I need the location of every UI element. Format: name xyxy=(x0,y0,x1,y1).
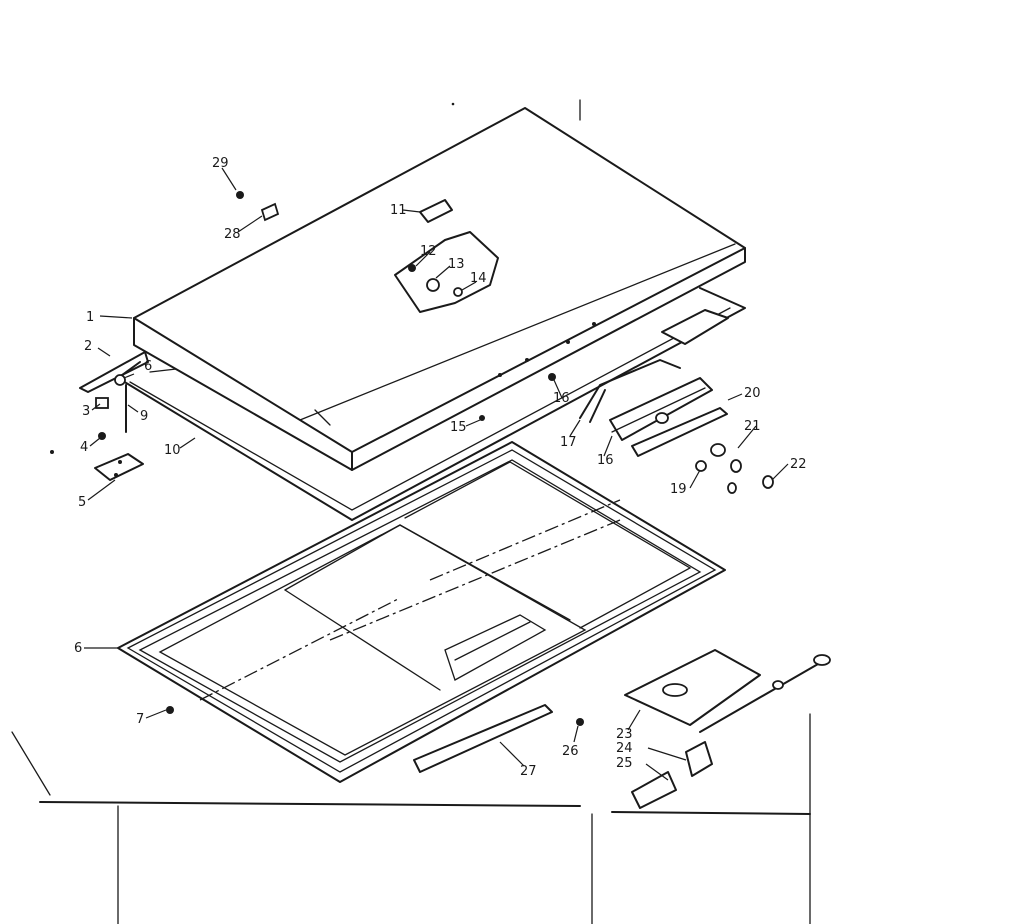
liner-panel xyxy=(117,441,726,783)
callout-1: 1 xyxy=(86,310,94,325)
lock-assembly xyxy=(166,649,831,809)
callout-25: 25 xyxy=(616,756,633,771)
callout-27: 27 xyxy=(520,764,537,779)
callout-21: 21 xyxy=(744,419,761,434)
callout-12: 12 xyxy=(420,244,437,259)
top-parts xyxy=(236,191,463,297)
lid xyxy=(133,107,746,471)
callout-8: 6 xyxy=(144,359,152,374)
callout-16b: 16 xyxy=(597,453,614,468)
callout-19: 19 xyxy=(670,482,687,497)
callout-6: 6 xyxy=(74,641,82,656)
callout-26: 26 xyxy=(562,744,579,759)
callout-20: 20 xyxy=(744,386,761,401)
callout-labels: 1 2 3 4 5 6 7 6 9 10 11 12 13 14 15 16 1… xyxy=(74,156,807,779)
lid-hardware xyxy=(479,359,774,494)
callout-28: 28 xyxy=(224,227,241,242)
callout-16: 16 xyxy=(553,391,570,406)
callout-3: 3 xyxy=(82,404,90,419)
callout-2: 2 xyxy=(84,339,92,354)
callout-11: 11 xyxy=(390,203,407,218)
callout-23: 23 xyxy=(616,727,633,742)
callout-9: 9 xyxy=(140,409,148,424)
callout-14: 14 xyxy=(470,271,487,286)
callout-13: 13 xyxy=(448,257,465,272)
callout-5: 5 xyxy=(78,495,86,510)
callout-7: 7 xyxy=(136,712,144,727)
callout-15: 15 xyxy=(450,420,467,435)
hinge-hardware xyxy=(79,351,149,481)
cabinet-top-edge xyxy=(39,713,811,924)
callout-17: 17 xyxy=(560,435,577,450)
leader-lines xyxy=(84,167,789,781)
callout-24: 24 xyxy=(616,741,633,756)
stray-marks xyxy=(11,99,581,796)
callout-10: 10 xyxy=(164,443,181,458)
callout-4: 4 xyxy=(80,440,88,455)
callout-22: 22 xyxy=(790,457,807,472)
callout-29: 29 xyxy=(212,156,229,171)
